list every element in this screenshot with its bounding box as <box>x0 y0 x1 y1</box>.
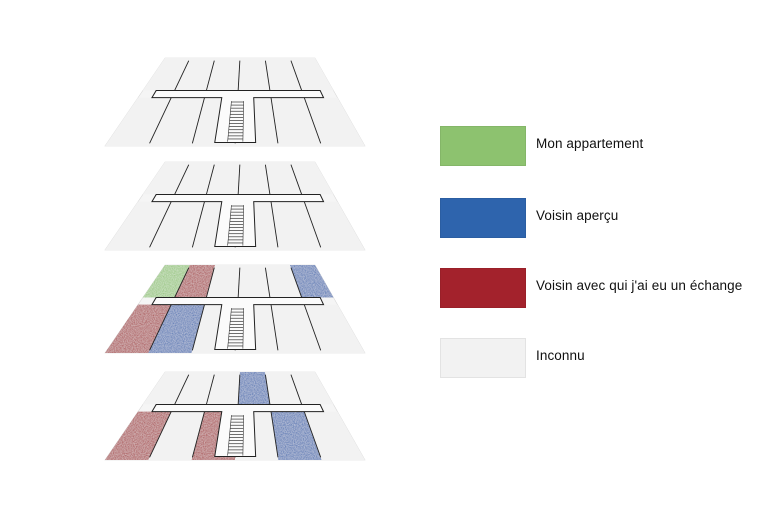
legend-label: Mon appartement <box>536 136 644 151</box>
unit-divider <box>303 97 322 144</box>
stair-rail <box>227 415 232 456</box>
corridor <box>151 90 325 143</box>
legend-item-inconnu: Inconnu <box>440 338 780 378</box>
unit-divider <box>191 411 205 458</box>
legend-label: Voisin aperçu <box>536 208 619 223</box>
apartment-unit <box>238 162 270 195</box>
unit-divider <box>264 267 271 298</box>
apartment-unit <box>206 162 240 195</box>
apartment-unit <box>105 411 172 460</box>
apartment-unit <box>271 411 322 460</box>
apartment-unit <box>290 58 334 91</box>
apartment-unit <box>206 58 240 91</box>
unit-divider <box>174 374 190 405</box>
apartment-unit <box>174 162 215 195</box>
unit-divider <box>303 201 322 248</box>
apartment-unit <box>290 265 334 298</box>
apartment-unit <box>148 97 205 146</box>
apartment-unit <box>304 411 365 460</box>
unit-divider <box>270 97 279 144</box>
unit-divider <box>149 304 172 351</box>
apartment-unit <box>271 201 322 250</box>
unit-divider <box>191 201 205 248</box>
unit-divider <box>270 304 279 351</box>
apartment-unit <box>206 372 240 405</box>
apartment-unit <box>174 58 215 91</box>
corridor <box>151 297 325 350</box>
apartment-unit <box>238 372 270 405</box>
apartment-unit <box>290 372 334 405</box>
apartment-unit <box>148 201 205 250</box>
stair-rail <box>242 308 244 349</box>
unit-divider <box>290 267 303 298</box>
stair-rail <box>242 101 244 142</box>
apartment-unit <box>304 97 365 146</box>
unit-divider <box>149 97 172 144</box>
apartment-unit <box>148 304 205 353</box>
unit-divider <box>290 374 303 405</box>
unit-divider <box>270 411 279 458</box>
apartment-unit <box>174 265 215 298</box>
unit-divider <box>290 60 303 91</box>
apartment-unit <box>304 304 365 353</box>
apartment-unit <box>105 304 172 353</box>
legend-swatch-red <box>440 268 526 308</box>
unit-divider <box>237 374 241 405</box>
unit-divider <box>270 201 279 248</box>
unit-divider <box>205 164 215 195</box>
unit-divider <box>264 164 271 195</box>
floor-plate <box>104 57 366 147</box>
unit-divider <box>174 267 190 298</box>
legend-item-voisin-echange: Voisin avec qui j'ai eu un échange <box>440 268 780 308</box>
unit-divider <box>237 60 241 91</box>
legend-label: Voisin avec qui j'ai eu un échange <box>536 278 743 293</box>
apartment-unit <box>206 265 240 298</box>
apartment-unit <box>271 304 322 353</box>
floor-plate <box>104 371 366 461</box>
apartment-unit <box>238 58 270 91</box>
unit-divider <box>264 60 271 91</box>
unit-divider <box>149 201 172 248</box>
apartment-unit <box>238 265 270 298</box>
floor-plate <box>104 161 366 251</box>
stair-rail <box>242 205 244 246</box>
unit-divider <box>205 60 215 91</box>
apartment-unit <box>105 201 172 250</box>
stair-rail <box>227 308 232 349</box>
unit-divider <box>191 304 205 351</box>
unit-divider <box>303 411 322 458</box>
unit-divider <box>191 97 205 144</box>
corridor <box>151 194 325 247</box>
floor-plate <box>104 264 366 354</box>
legend-item-mon-appartement: Mon appartement <box>440 126 780 166</box>
legend-label: Inconnu <box>536 348 585 363</box>
unit-divider <box>149 411 172 458</box>
unit-divider <box>205 374 215 405</box>
unit-divider <box>205 267 215 298</box>
unit-divider <box>264 374 271 405</box>
unit-divider <box>174 164 190 195</box>
unit-divider <box>174 60 190 91</box>
apartment-unit <box>105 97 172 146</box>
apartment-unit <box>271 97 322 146</box>
stair-rail <box>227 205 232 246</box>
stair-rail <box>227 101 232 142</box>
unit-divider <box>290 164 303 195</box>
legend-swatch-blue <box>440 198 526 238</box>
legend-swatch-green <box>440 126 526 166</box>
apartment-unit <box>290 162 334 195</box>
unit-divider <box>237 164 241 195</box>
apartment-unit <box>148 411 205 460</box>
unit-divider <box>237 267 241 298</box>
legend-item-voisin-apercu: Voisin aperçu <box>440 198 780 238</box>
legend-swatch-white <box>440 338 526 378</box>
stair-rail <box>242 415 244 456</box>
unit-divider <box>303 304 322 351</box>
apartment-unit <box>174 372 215 405</box>
corridor <box>151 404 325 457</box>
apartment-unit <box>304 201 365 250</box>
